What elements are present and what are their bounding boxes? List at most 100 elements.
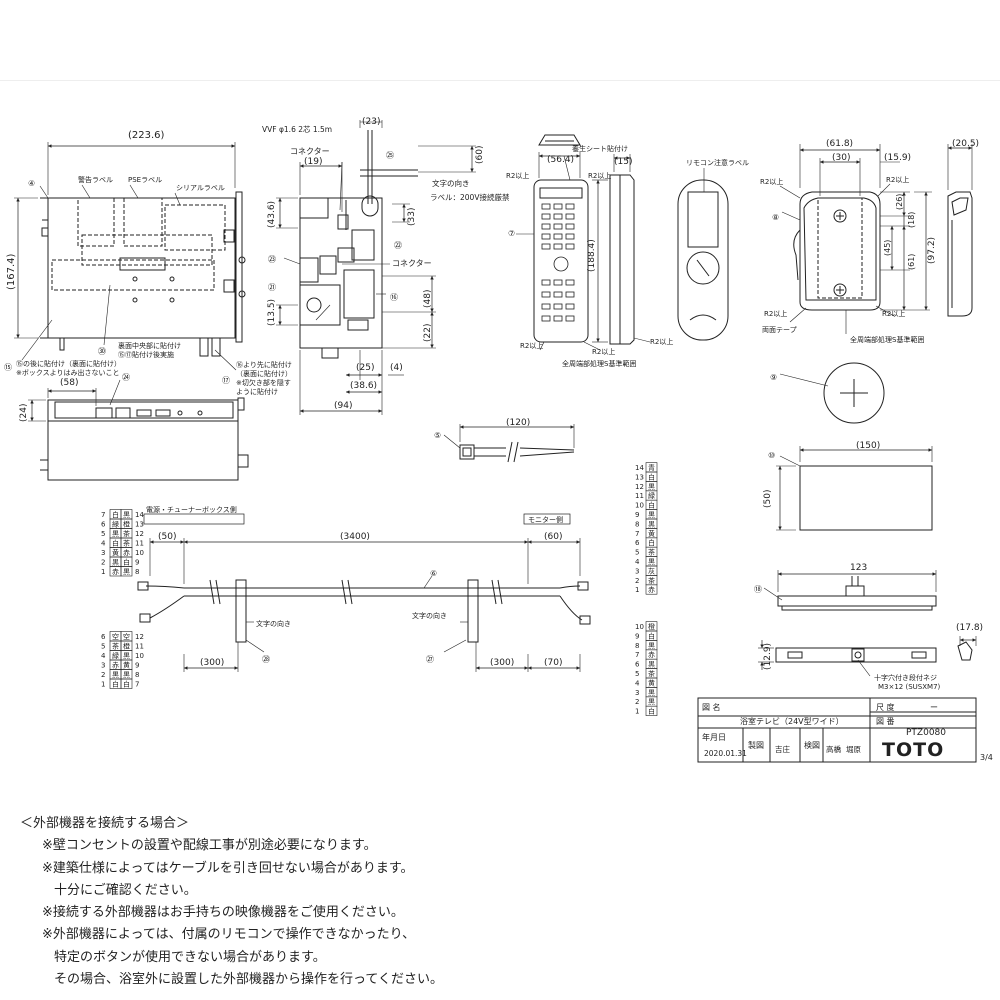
dim-48: (48): [423, 290, 433, 308]
dim-61-8: (61.8): [826, 139, 853, 149]
pin-number: 12: [135, 633, 144, 641]
pin-color: 黄: [648, 678, 655, 687]
r2-holder-4: R2以上: [882, 309, 905, 318]
balloon-15: ⑮: [4, 363, 12, 372]
tb-made-label: 製図: [748, 740, 764, 750]
tb-number: PTZ0080: [906, 728, 946, 738]
pin-number: 3: [101, 662, 105, 670]
pin-number: 4: [635, 679, 640, 687]
pin-number: 5: [101, 643, 105, 651]
label-monitor-side: モニター側: [528, 515, 563, 524]
note-16a: ⑯より先に貼付け: [236, 360, 292, 369]
label-edge-range-1: 全周端部処理S基準範囲: [562, 359, 636, 368]
dim-4: (4): [390, 363, 403, 373]
label-200v: ラベル：200V接続厳禁: [430, 192, 510, 202]
note-line-5: ※外部機器によっては、付属のリモコンで操作できなかったり、: [42, 927, 416, 943]
pin-color: 黒: [648, 483, 655, 491]
pin-cell-box: [645, 584, 658, 595]
label-screw-2: M3×12 (SUSXM7): [878, 683, 941, 691]
connector-side-view: [276, 120, 476, 415]
label-edge-range-2: 全周端部処理S基準範囲: [850, 335, 924, 344]
tuner-box-front-view: [14, 142, 246, 371]
pin-color: 白: [112, 510, 119, 519]
r2-remote-4: R2以上: [592, 347, 615, 356]
pin-number: 7: [635, 651, 639, 659]
pin-color: 緑: [112, 651, 119, 660]
r2-holder-3: R2以上: [764, 309, 787, 318]
dim-13-5: (13.5): [267, 299, 277, 326]
pin-cell-box: [120, 566, 133, 577]
dim-50-pad: (50): [763, 490, 773, 508]
r2-holder-1: R2以上: [760, 177, 783, 186]
balloon-9: ⑨: [770, 373, 777, 382]
pin-color: 黒: [648, 698, 655, 706]
dim-18: (18): [907, 212, 916, 228]
pin-color: 茶: [648, 669, 655, 678]
pin-color: 茶: [648, 548, 655, 557]
tb-checked-by: 高橋: [826, 744, 841, 754]
pin-number: 9: [635, 632, 639, 640]
pin-number: 4: [101, 652, 106, 660]
mounting-bracket: [758, 570, 977, 677]
pad-sheet: [776, 446, 933, 531]
label-warning: 警告ラベル: [78, 175, 113, 184]
pin-color: 黒: [112, 530, 119, 538]
balloon-4: ④: [28, 179, 35, 188]
pin-number: 12: [635, 483, 644, 491]
pin-color: 黒: [112, 671, 119, 679]
note-16c: ※切欠き部を隠す: [236, 378, 291, 387]
balloon-17: ⑰: [222, 376, 230, 385]
title-block-frame: [0, 79, 1000, 763]
drawing-canvas: (223.6) (167.4) (58) (24) 警告ラベル PSEラベル シ…: [0, 79, 1000, 763]
tb-made-by: 吉庄: [775, 744, 790, 754]
pin-number: 3: [635, 689, 639, 697]
dim-15: (15): [614, 157, 632, 167]
note-line-7: その場合、浴室外に設置した外部機器から操作を行ってください。: [54, 972, 443, 988]
pin-number: 4: [635, 558, 640, 566]
pin-number: 12: [135, 530, 144, 538]
dim-20-5: (20.5): [952, 139, 979, 149]
dim-150: (150): [856, 441, 880, 451]
holder-views: [779, 144, 973, 424]
remote-control-views: [516, 134, 729, 351]
pin-color: 赤: [123, 549, 130, 557]
pin-number: 10: [635, 623, 644, 631]
pin-color: 黄: [123, 661, 130, 670]
r2-remote-1: R2以上: [506, 171, 529, 180]
pin-color: 茶: [648, 576, 655, 585]
pin-number: 9: [135, 559, 139, 567]
pin-number: 6: [101, 521, 106, 529]
pin-number: 11: [635, 492, 644, 500]
dim-300-b: (300): [490, 658, 514, 668]
pin-number: 1: [101, 681, 105, 689]
pin-color: 茶: [112, 642, 119, 651]
balloon-8: ⑧: [772, 213, 779, 222]
pin-number: 7: [635, 530, 639, 538]
cable-assembly: [137, 513, 591, 672]
note-line-2: ※建築仕様によってはケーブルを引き回せない場合があります。: [42, 860, 414, 876]
label-protective-sheet: 養生シート貼付け: [572, 144, 628, 153]
pin-color: 空: [112, 632, 119, 641]
pin-cell-box: [120, 678, 133, 689]
balloon-16: ⑯: [390, 293, 398, 302]
pin-color: 白: [648, 631, 655, 640]
dim-56-4: (56.4): [547, 155, 574, 165]
dim-123: 123: [850, 563, 867, 573]
balloon-22: ㉒: [394, 241, 402, 250]
cable-tie: [443, 424, 575, 463]
tb-number-label: 図 番: [876, 716, 895, 726]
balloon-6: ⑥: [430, 569, 437, 578]
pin-color: 赤: [112, 568, 119, 576]
pin-color: 茶: [123, 529, 130, 538]
toto-logo: TOTO: [882, 739, 944, 761]
pin-number: 14: [135, 511, 144, 519]
r2-remote-5: R2以上: [650, 337, 673, 346]
tb-name: 浴室テレビ（24V型ワイド）: [740, 716, 844, 726]
dim-38-6: (38.6): [350, 381, 377, 391]
note-15a: ⑮の後に貼付け（裏面に貼付け）: [16, 359, 121, 368]
pin-number: 10: [635, 502, 644, 510]
pin-number: 8: [135, 671, 139, 679]
